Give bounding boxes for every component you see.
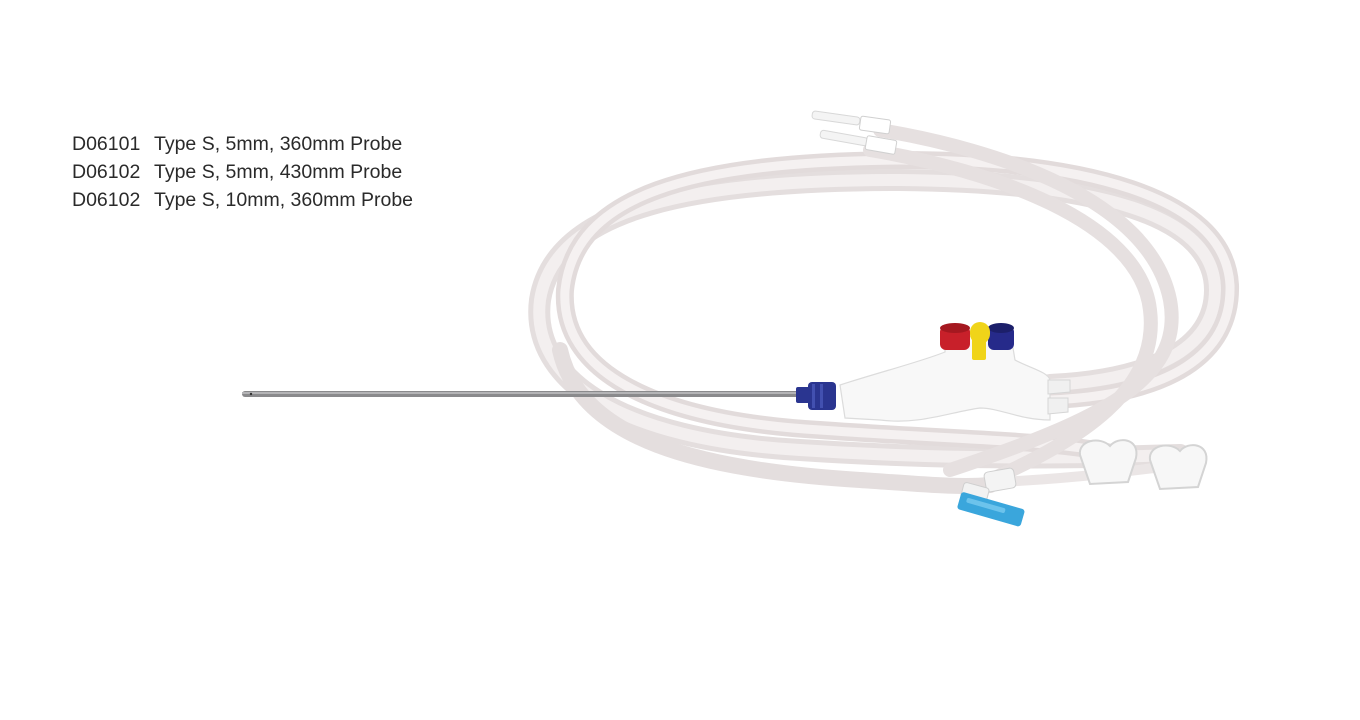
product-item: D06102 Type S, 5mm, 430mm Probe xyxy=(72,158,413,186)
product-code: D06102 xyxy=(72,189,141,211)
tubing xyxy=(528,123,1240,495)
front-locking-nut xyxy=(796,382,836,410)
probe-shaft xyxy=(242,391,802,397)
product-code: D06101 xyxy=(72,133,141,155)
luer-connector xyxy=(957,467,1025,527)
product-item: D06102 Type S, 10mm, 360mm Probe xyxy=(72,186,413,214)
product-item: D06101 Type S, 5mm, 360mm Probe xyxy=(72,130,413,158)
roller-clamps xyxy=(1078,439,1208,491)
product-description: Type S, 5mm, 360mm Probe xyxy=(154,133,403,155)
tube-end-connectors xyxy=(811,110,898,155)
product-description: Type S, 10mm, 360mm Probe xyxy=(154,189,414,211)
valve-caps xyxy=(940,322,1014,360)
handpiece xyxy=(839,335,1071,422)
product-description: Type S, 5mm, 430mm Probe xyxy=(154,161,403,183)
product-code: D06102 xyxy=(72,161,141,183)
